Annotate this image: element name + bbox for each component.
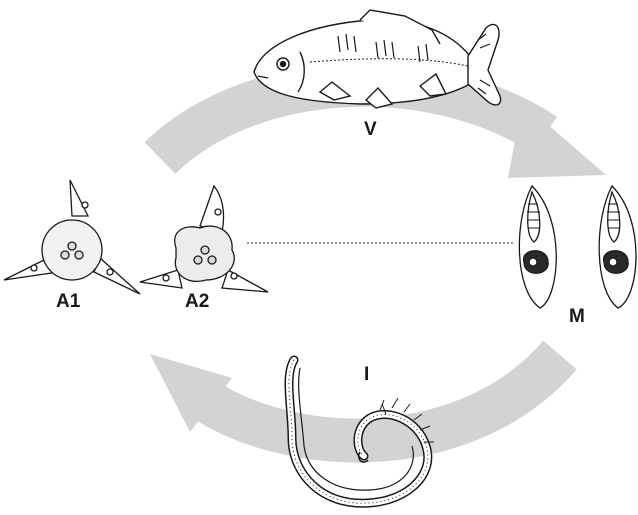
label-a1: A1 (56, 292, 80, 311)
label-m: M (569, 307, 585, 326)
label-a2: A2 (185, 292, 209, 311)
actinospore-a1-illustration (4, 180, 140, 294)
actinospore-a2-illustration (140, 186, 268, 292)
lower-cycle-arrow (150, 354, 560, 441)
label-i: I (364, 365, 369, 384)
label-v: V (364, 120, 377, 139)
myxospore-illustration (519, 186, 636, 308)
